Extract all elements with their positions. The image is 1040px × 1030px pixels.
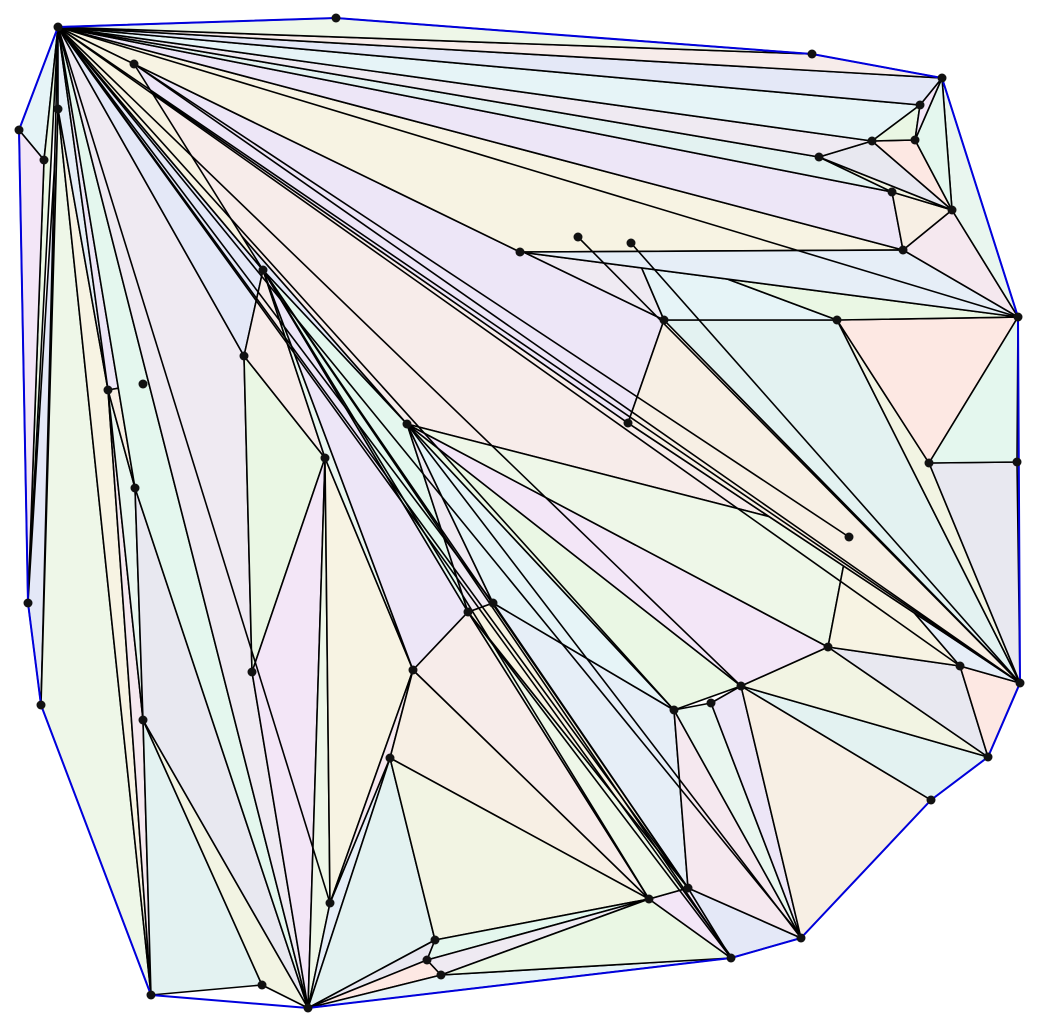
vertex-point — [796, 933, 806, 943]
vertex-point — [644, 894, 654, 904]
vertex-point — [257, 980, 267, 990]
triangulation-edge — [57, 26, 1021, 684]
triangulation-edge — [262, 269, 732, 959]
vertex-point — [1012, 457, 1022, 467]
vertex-point — [706, 698, 716, 708]
vertex-point — [726, 953, 736, 963]
vertex-point — [239, 351, 249, 361]
vertex-point — [103, 385, 113, 395]
triangulation-edge — [57, 26, 689, 889]
vertex-point — [258, 265, 268, 275]
vertex-point — [937, 73, 947, 83]
vertex-point — [623, 418, 633, 428]
triangle — [57, 26, 264, 271]
triangulation-edge — [467, 611, 732, 959]
vertex-point — [436, 970, 446, 980]
triangulation-edge — [57, 26, 675, 711]
convex-hull — [18, 17, 1021, 1009]
triangulation-edge — [57, 26, 961, 667]
vertex-point — [39, 155, 49, 165]
vertex-point — [463, 607, 473, 617]
vertex-point — [422, 955, 432, 965]
triangle-fills — [18, 17, 1021, 1009]
vertex-point — [129, 59, 139, 69]
vertex-point — [325, 898, 335, 908]
vertex-point — [669, 705, 679, 715]
vertex-point — [247, 667, 257, 677]
hull-boundary — [18, 17, 1021, 1009]
vertex-point — [320, 453, 330, 463]
triangulation-edge — [133, 63, 850, 538]
triangulation-edges — [57, 26, 1021, 959]
vertex-point — [573, 232, 583, 242]
vertex-point — [53, 22, 63, 32]
vertex-point — [1013, 312, 1023, 322]
vertex-point — [683, 883, 693, 893]
vertex-point — [36, 700, 46, 710]
vertex-point — [947, 205, 957, 215]
vertex-points — [14, 13, 1025, 1013]
triangulation-edge — [57, 26, 494, 604]
vertex-point — [814, 152, 824, 162]
vertex-point — [515, 247, 525, 257]
triangulation-edge — [57, 26, 801, 936]
vertex-point — [832, 315, 842, 325]
vertex-point — [910, 135, 920, 145]
vertex-point — [146, 990, 156, 1000]
vertex-point — [138, 379, 148, 389]
triangulation-edge — [577, 236, 1021, 684]
vertex-point — [659, 315, 669, 325]
vertex-point — [130, 483, 140, 493]
vertex-point — [14, 125, 24, 135]
vertex-point — [138, 715, 148, 725]
vertex-point — [823, 642, 833, 652]
vertex-point — [736, 681, 746, 691]
vertex-point — [385, 753, 395, 763]
vertex-point — [867, 136, 877, 146]
vertex-point — [402, 419, 412, 429]
vertex-point — [898, 245, 908, 255]
vertex-point — [53, 104, 63, 114]
vertex-point — [303, 1003, 313, 1013]
triangulation-edge — [57, 26, 1019, 318]
vertex-point — [488, 598, 498, 608]
triangulation-edge — [57, 26, 731, 956]
vertex-point — [844, 532, 854, 542]
vertex-point — [1015, 678, 1025, 688]
vertex-point — [887, 187, 897, 197]
vertex-point — [430, 935, 440, 945]
triangulation-edge — [57, 26, 742, 687]
vertex-point — [983, 752, 993, 762]
vertex-point — [915, 100, 925, 110]
triangulation-edge — [262, 269, 650, 900]
vertex-point — [926, 795, 936, 805]
vertex-point — [408, 665, 418, 675]
vertex-point — [807, 49, 817, 59]
vertex-point — [23, 598, 33, 608]
vertex-point — [955, 661, 965, 671]
triangulation-edge — [57, 26, 331, 904]
triangulation-edge — [133, 63, 1021, 684]
triangulation-edge — [406, 423, 802, 939]
vertex-point — [924, 458, 934, 468]
vertex-point — [626, 238, 636, 248]
vertex-point — [331, 13, 341, 23]
triangulation-edge — [630, 242, 1021, 684]
